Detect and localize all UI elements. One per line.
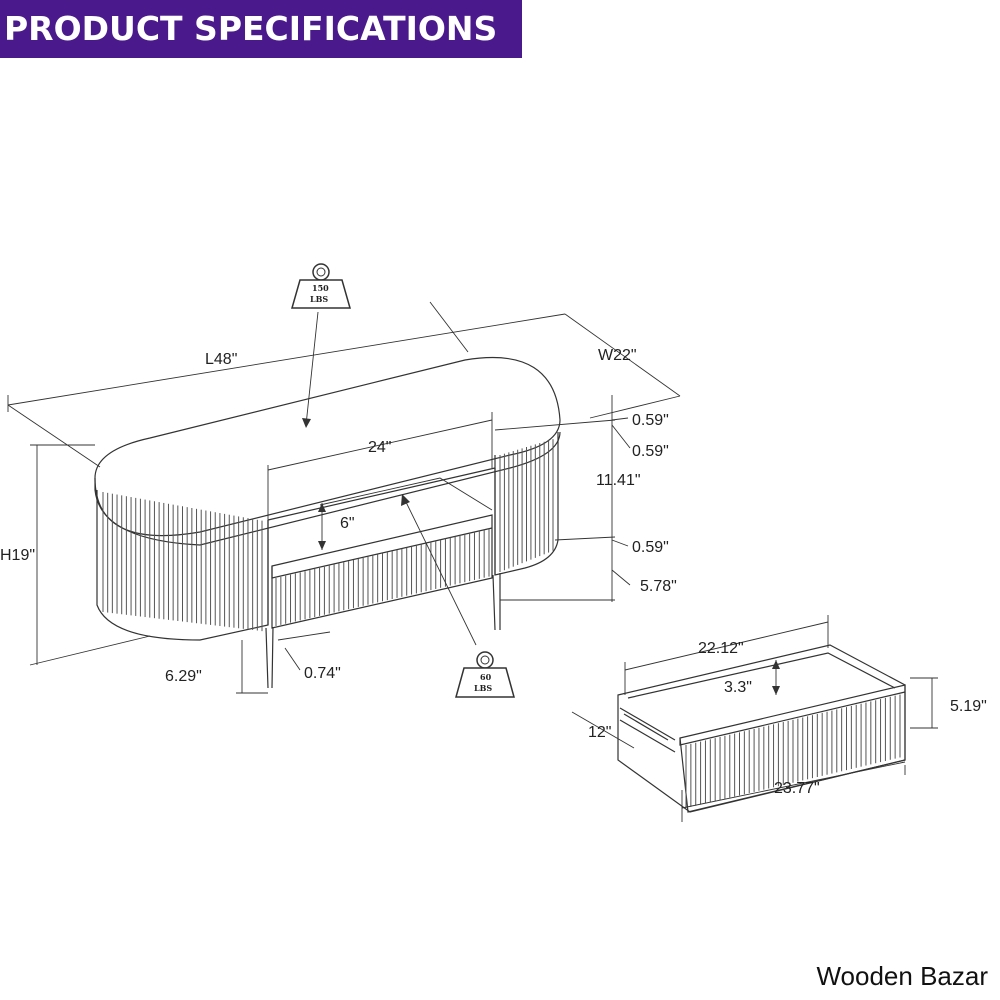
shelf-width-label: 24" — [368, 439, 391, 456]
drawer-box-outline — [617, 644, 906, 813]
brand-name: Wooden Bazar — [816, 961, 988, 991]
drawer-front-flutes — [275, 528, 490, 626]
leg-dimensions: 6.29" 0.74" — [165, 631, 341, 694]
shelf-height-label: 6" — [340, 515, 355, 532]
width-label: W22" — [598, 347, 637, 364]
top-load-value: 150 — [312, 283, 329, 293]
drawer-inner-depth-dimension: 3.3" — [724, 660, 780, 696]
drawer-front-width-label: 23.77" — [774, 780, 820, 797]
length-dimension: L48" — [7, 301, 566, 468]
left-flutes — [102, 492, 263, 632]
drawer-load-value: 60 — [480, 672, 492, 682]
drawer-load-badge: 60 LBS — [401, 494, 515, 698]
table-right-body — [494, 432, 559, 576]
drawer-front-top — [679, 691, 906, 746]
drawer-slide — [619, 707, 676, 753]
top-load-badge: 150 LBS — [291, 263, 351, 428]
table-leg-right — [492, 573, 501, 631]
drawer-depth-label: 12" — [588, 724, 611, 741]
shelf-opening — [267, 467, 496, 625]
shelf-width-dimension: 24" — [267, 412, 493, 520]
drawer-load-unit: LBS — [474, 683, 492, 693]
table-top-outline — [94, 356, 561, 537]
drawer-front-panel — [679, 684, 906, 813]
drawer-depth-dimension: 12" — [571, 711, 635, 749]
drawer-drawing — [617, 644, 906, 813]
height-label: H19" — [0, 547, 35, 564]
right-vertical-dimensions: 0.59" 0.59" 11.41" 0.59" 5.78" — [494, 395, 677, 602]
height-dimension: H19" — [0, 444, 151, 666]
length-label: L48" — [205, 351, 237, 368]
drawer-panel-flutes — [685, 694, 901, 808]
table-left-body — [96, 490, 269, 641]
coffee-table-drawing — [94, 356, 561, 689]
table-drawer-top — [271, 527, 493, 579]
inner-shelf — [319, 477, 493, 511]
width-dimension: W22" — [564, 313, 681, 419]
shelf-thickness-label: 0.59" — [632, 539, 669, 556]
table-leg-left — [265, 626, 274, 689]
opening-height-label: 11.41" — [596, 472, 641, 489]
leg-width-label: 0.74" — [304, 665, 341, 682]
leg-height-label: 6.29" — [165, 668, 202, 685]
shelf-height-dimension: 6" — [318, 503, 355, 550]
base-height-label: 5.78" — [640, 578, 677, 595]
drawer-front-width-dimension: 23.77" — [681, 761, 906, 822]
drawer-width-dimension: 22.12" — [624, 615, 829, 695]
table-drawer-front — [271, 514, 493, 629]
drawer-inner-rim — [627, 652, 896, 699]
drawer-inner-depth-label: 3.3" — [724, 679, 752, 696]
top-load-unit: LBS — [310, 294, 328, 304]
drawer-front-height-dimension: 5.19" — [910, 677, 987, 729]
top-gap-label: 0.59" — [632, 443, 669, 460]
top-thickness-label: 0.59" — [632, 412, 669, 429]
page-title: PRODUCT SPECIFICATIONS — [0, 0, 522, 58]
right-flutes — [499, 439, 554, 572]
drawer-inner-width-label: 22.12" — [698, 640, 744, 657]
drawer-front-height-label: 5.19" — [950, 698, 987, 715]
